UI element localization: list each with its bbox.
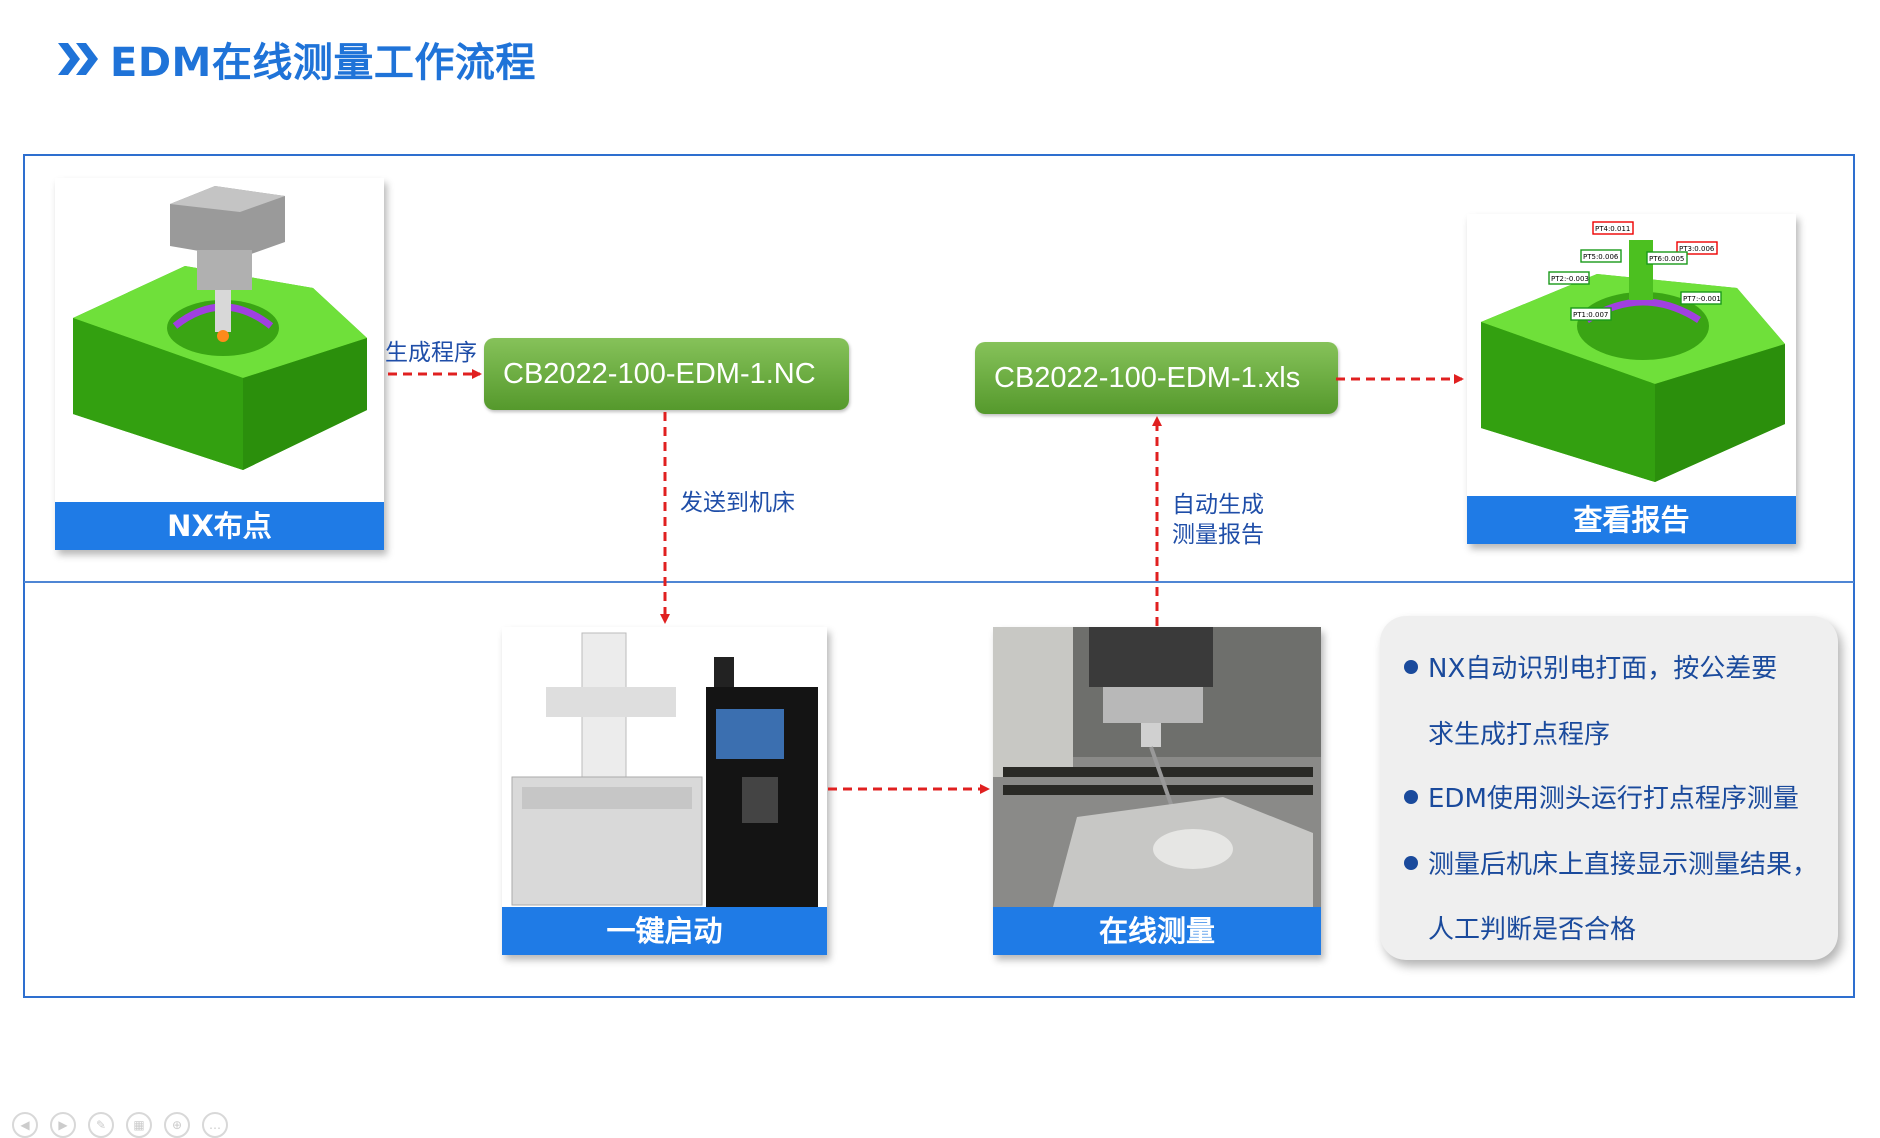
note-1-line2: 求生成打点程序 <box>1428 720 1611 750</box>
label-auto-generate-line1: 自动生成 <box>1172 492 1264 518</box>
title-block: EDM在线测量工作流程 <box>56 30 536 88</box>
label-send-to-machine: 发送到机床 <box>680 490 795 516</box>
edm-machine-image <box>502 627 827 907</box>
row-divider <box>24 581 1854 583</box>
report-tag-pt7: PT7:-0.001 <box>1683 295 1721 303</box>
report-tag-pt1: PT1:0.007 <box>1573 311 1608 319</box>
note-1-line1: NX自动识别电打面，按公差要 <box>1404 651 1777 687</box>
page-title: EDM在线测量工作流程 <box>110 40 536 86</box>
label-auto-generate: 自动生成 测量报告 <box>1172 490 1264 550</box>
xls-file-box: CB2022-100-EDM-1.xls <box>975 342 1338 414</box>
report-model-image: PT4:0.011 PT3:0.006 PT5:0.006 PT6:0.005 … <box>1481 221 1785 482</box>
label-generate-program: 生成程序 <box>385 340 477 366</box>
report-tag-pt6: PT6:0.005 <box>1649 255 1684 263</box>
label-auto-generate-line2: 测量报告 <box>1172 522 1264 548</box>
note-3-line1: 测量后机床上直接显示测量结果， <box>1404 847 1818 883</box>
nc-file-box: CB2022-100-EDM-1.NC <box>484 338 849 410</box>
step-caption-nx-layout: NX布点 <box>55 502 384 550</box>
notes-panel: NX自动识别电打面，按公差要 求生成打点程序 EDM使用测头运行打点程序测量 测… <box>1380 616 1838 960</box>
report-tag-pt4: PT4:0.011 <box>1595 225 1630 233</box>
zoom-icon[interactable]: ⊕ <box>164 1112 190 1138</box>
diagram-frame <box>23 154 1855 998</box>
card-online-measure: 在线测量 <box>993 627 1321 955</box>
note-3-line2: 人工判断是否合格 <box>1428 915 1637 945</box>
probe-measure-image <box>993 627 1321 907</box>
nx-model-image <box>73 186 367 470</box>
report-tag-pt5: PT5:0.006 <box>1583 253 1619 261</box>
bullet-icon <box>1404 659 1418 674</box>
card-nx-layout: NX布点 <box>55 178 384 550</box>
step-caption-online-measure: 在线测量 <box>993 907 1321 955</box>
next-icon[interactable]: ▶ <box>50 1112 76 1138</box>
bullet-icon <box>1404 855 1418 870</box>
step-caption-one-key-start: 一键启动 <box>502 907 827 955</box>
bullet-icon <box>1404 789 1418 804</box>
note-2: EDM使用测头运行打点程序测量 <box>1404 781 1799 817</box>
pen-icon[interactable]: ✎ <box>88 1112 114 1138</box>
report-tag-pt2: PT2:-0.003 <box>1551 275 1589 283</box>
card-one-key-start: 一键启动 <box>502 627 827 955</box>
double-chevron-icon <box>58 43 98 75</box>
viewer-toolbar: ◀ ▶ ✎ ▦ ⊕ … <box>0 1112 228 1138</box>
slides-icon[interactable]: ▦ <box>126 1112 152 1138</box>
card-view-report: PT4:0.011 PT3:0.006 PT5:0.006 PT6:0.005 … <box>1467 214 1796 544</box>
more-icon[interactable]: … <box>202 1112 228 1138</box>
step-caption-view-report: 查看报告 <box>1467 496 1796 544</box>
prev-icon[interactable]: ◀ <box>12 1112 38 1138</box>
report-tag-pt3: PT3:0.006 <box>1679 245 1715 253</box>
